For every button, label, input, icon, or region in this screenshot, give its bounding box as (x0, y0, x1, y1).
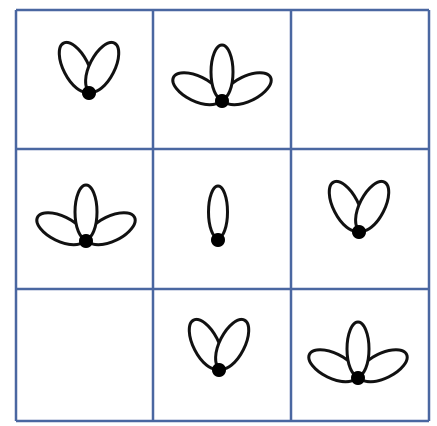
three-petal-flower-icon (304, 322, 412, 388)
grid-cell-r1c1 (52, 37, 125, 100)
flower-base-dot (352, 225, 366, 239)
grid-cell-r2c1 (32, 185, 140, 251)
cells-layer (32, 37, 412, 388)
flower-base-dot (212, 363, 226, 377)
one-petal-flower-icon (209, 186, 228, 247)
flower-base-dot (351, 371, 365, 385)
two-petal-flower-icon (182, 314, 255, 377)
grid-cell-r3c3 (304, 322, 412, 388)
flower-base-dot (79, 234, 93, 248)
petal (209, 186, 228, 238)
flower-base-dot (211, 233, 225, 247)
petal-center (347, 322, 369, 376)
petal-center (211, 45, 233, 99)
petal-center (75, 185, 97, 239)
flower-base-dot (82, 86, 96, 100)
grid-cell-r2c3 (322, 176, 395, 239)
three-petal-flower-icon (168, 45, 276, 111)
grid-cell-r2c2 (209, 186, 228, 247)
two-petal-flower-icon (52, 37, 125, 100)
grid-cell-r1c2 (168, 45, 276, 111)
three-petal-flower-icon (32, 185, 140, 251)
two-petal-flower-icon (322, 176, 395, 239)
grid-cell-r3c2 (182, 314, 255, 377)
flower-base-dot (215, 94, 229, 108)
